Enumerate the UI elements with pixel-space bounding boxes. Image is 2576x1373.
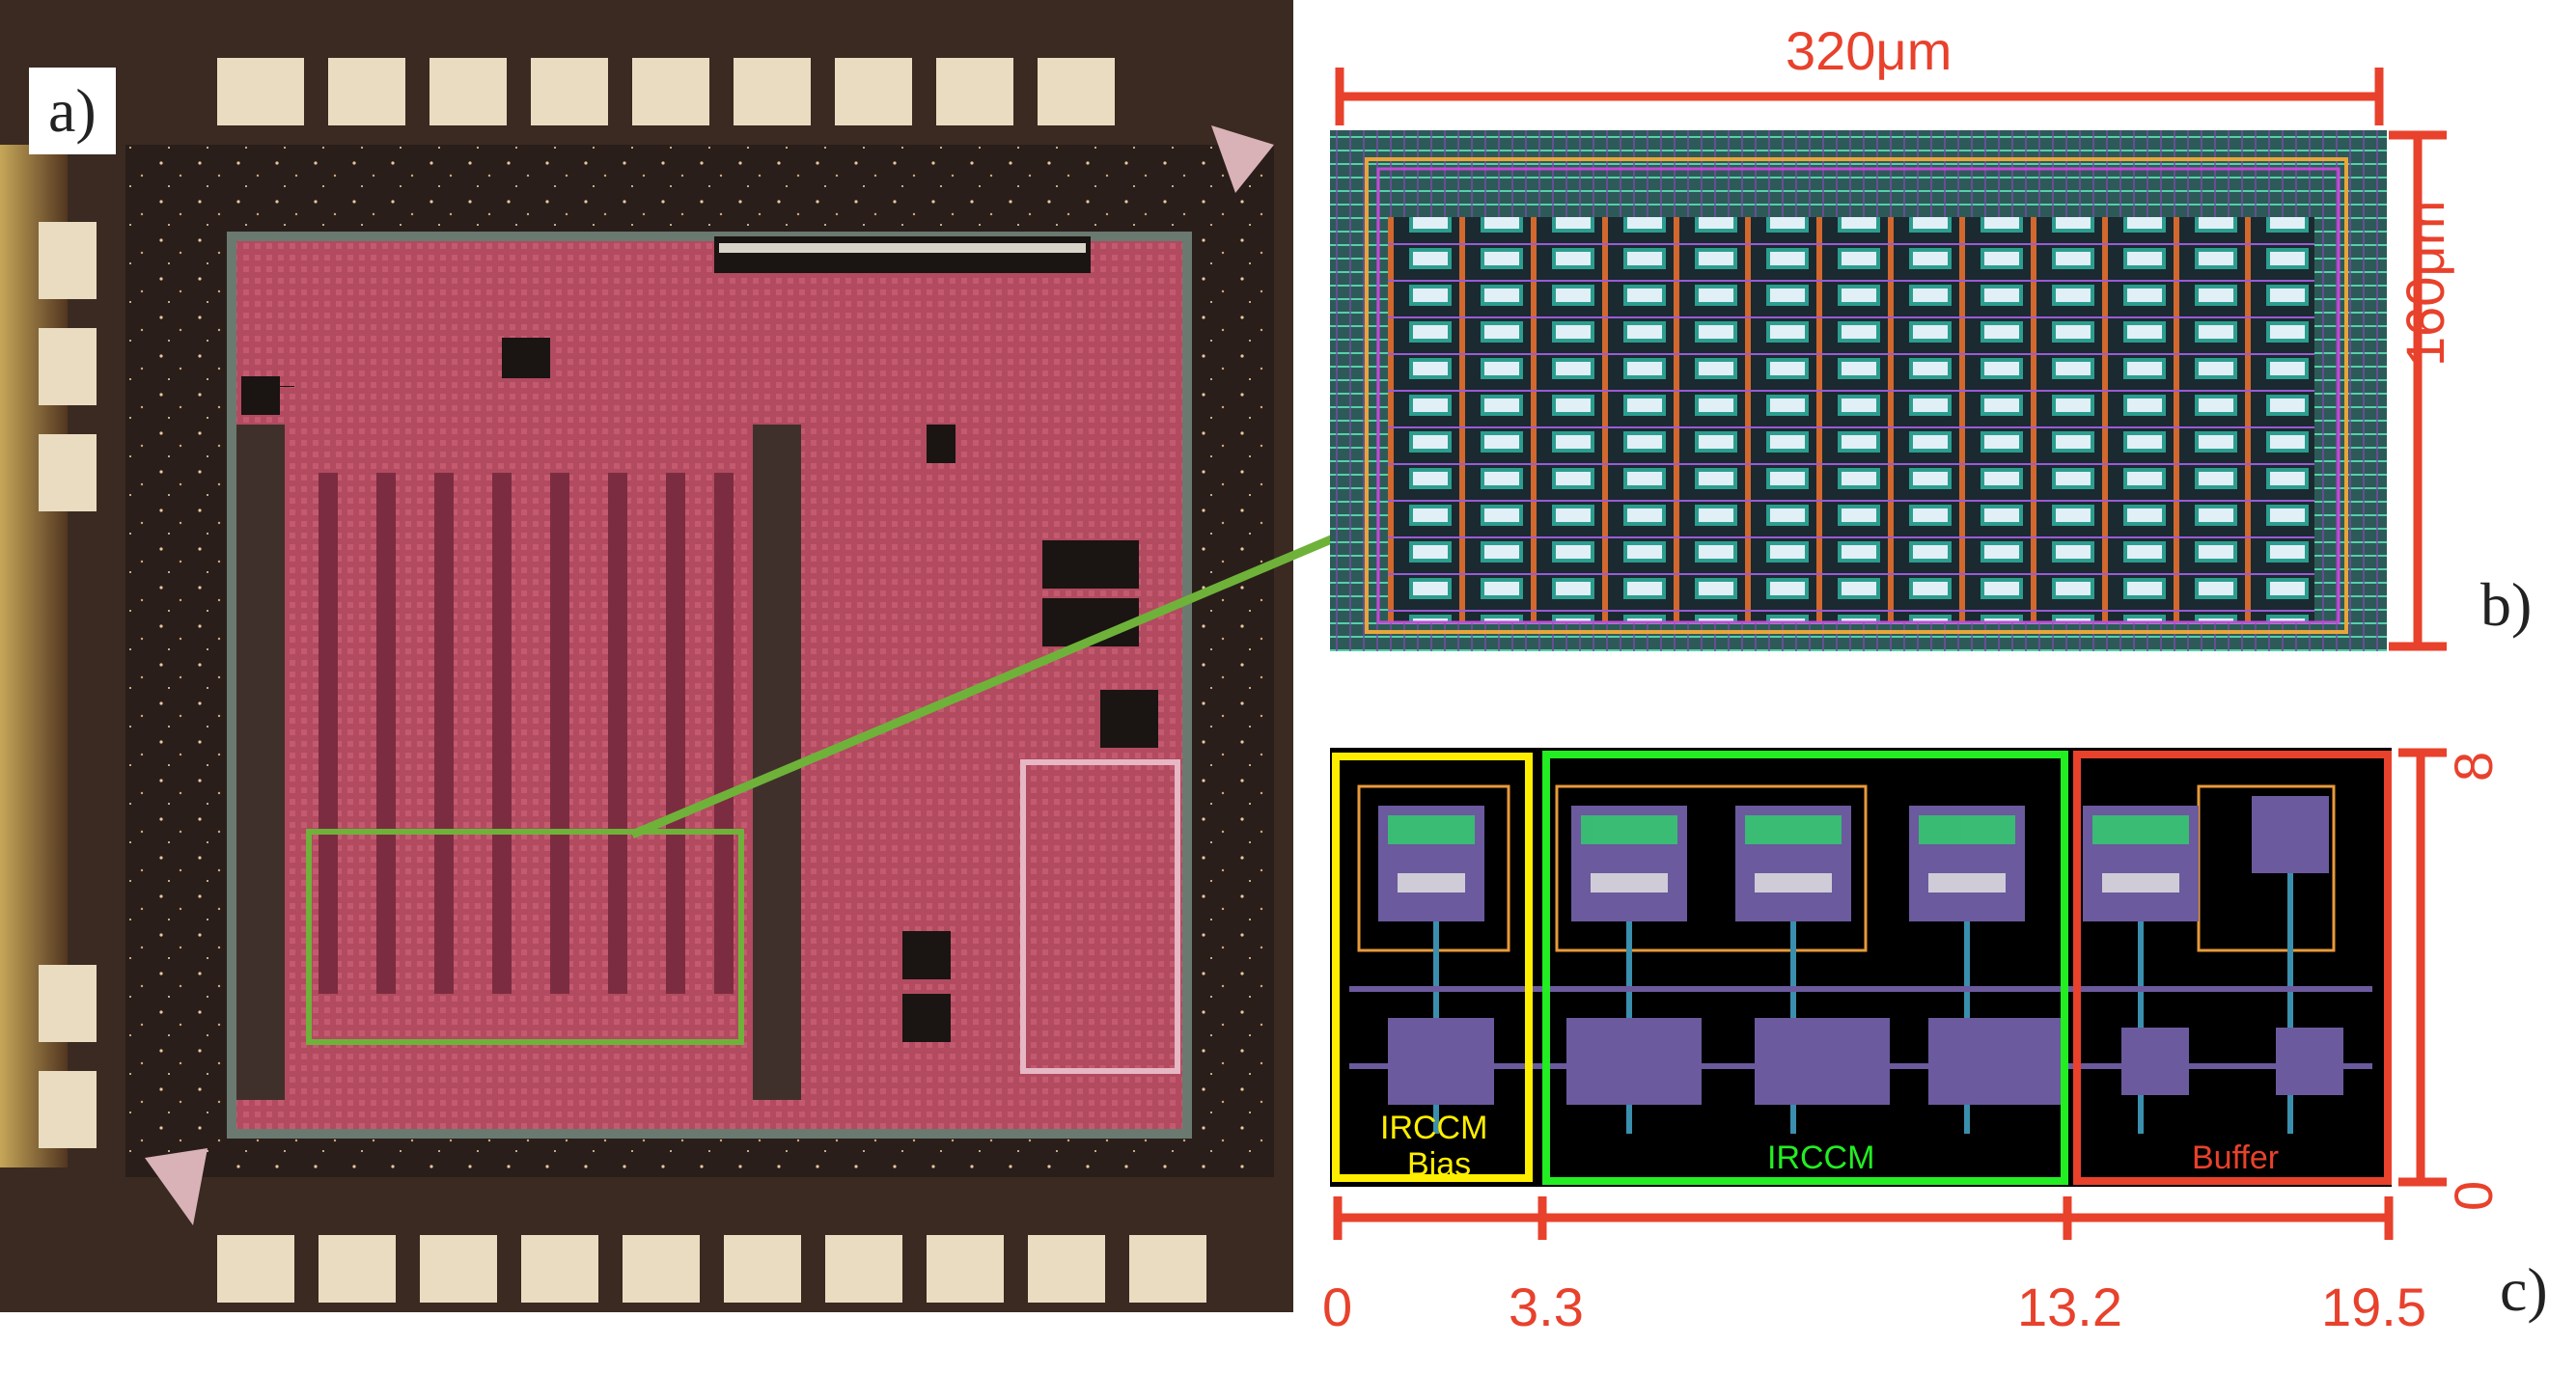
x-tick-3-3: 3.3 [1509, 1277, 1584, 1337]
irccm-block-label: IRCCM [1767, 1140, 1875, 1176]
layout-blocks [1330, 748, 2392, 1187]
bias-block-label-2: Bias [1407, 1146, 1472, 1183]
height-label: 160μm [2395, 200, 2455, 367]
panel-c-label: c) [2500, 1255, 2548, 1324]
layout-array-graphic [1330, 130, 2387, 651]
y-tick-8: 8 [2443, 751, 2504, 782]
die-photo [0, 0, 1293, 1312]
irccm-block: IRCCM [1542, 751, 2068, 1185]
y-tick-0: 0 [2443, 1180, 2504, 1211]
layout-array [1330, 130, 2387, 651]
buffer-block: Buffer [2073, 751, 2392, 1185]
bias-block-label-1: IRCCM [1380, 1110, 1488, 1146]
x-tick-19-5: 19.5 [2321, 1277, 2426, 1337]
width-label: 320μm [1786, 20, 1953, 81]
panel-b-label: b) [2480, 570, 2533, 639]
panel-a-label: a) [29, 68, 116, 154]
x-tick-0: 0 [1322, 1277, 1353, 1337]
die-photo-graphic [0, 0, 1293, 1312]
buffer-block-label: Buffer [2192, 1140, 2280, 1176]
layout-blocks-graphic [1349, 784, 2372, 1134]
bias-block: IRCCM Bias [1332, 753, 1533, 1183]
x-tick-13-2: 13.2 [2017, 1277, 2122, 1337]
